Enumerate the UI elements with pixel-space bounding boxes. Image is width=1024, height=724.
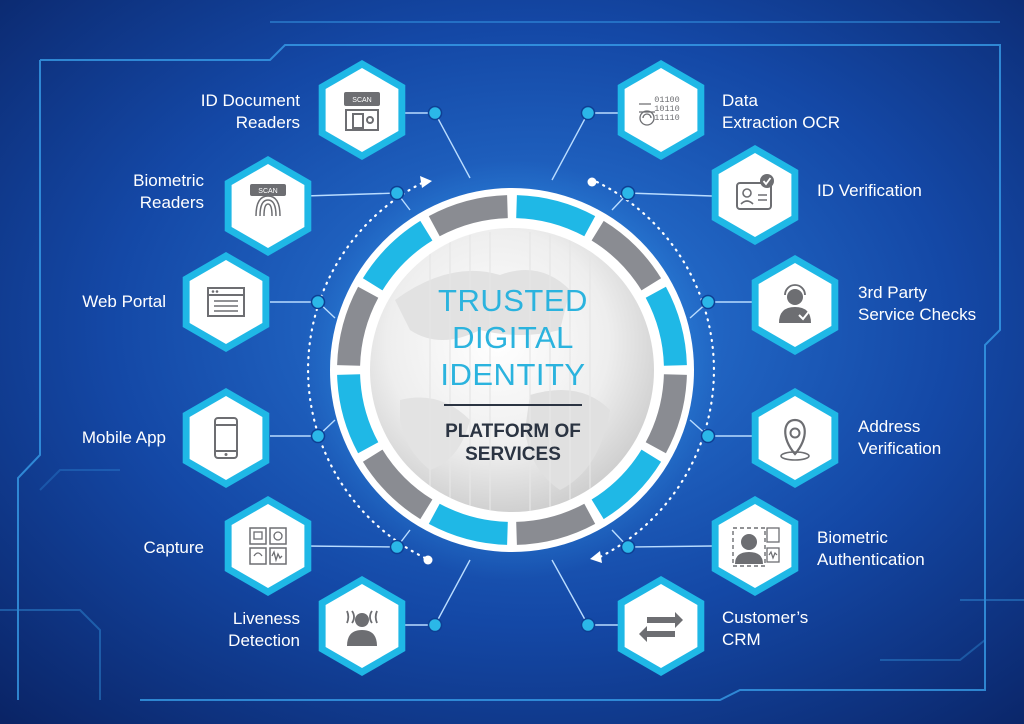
hex-biometric-readers: SCAN <box>224 156 312 256</box>
title-line-digital: DIGITAL <box>452 320 574 355</box>
ring-segment <box>516 195 596 237</box>
label-liveness-detection: Liveness Detection <box>228 609 300 650</box>
ring-segment <box>337 374 379 454</box>
connector-dot <box>700 428 716 444</box>
id-card-check-icon <box>736 174 774 210</box>
hex-biometric-authentication <box>711 496 799 596</box>
label-data-extraction-ocr: Data Extraction OCR <box>722 91 841 132</box>
label-third-party-service-checks: 3rd Party Service Checks <box>858 283 977 324</box>
hex-id-verification <box>711 145 799 245</box>
label-capture: Capture <box>143 538 204 557</box>
face-scan-icon <box>732 527 780 567</box>
connector-dot <box>580 105 596 121</box>
hex-face <box>231 164 305 248</box>
svg-text:SCAN: SCAN <box>352 97 371 104</box>
ring-segment <box>591 449 662 520</box>
ring-segment <box>645 374 687 454</box>
connector-dot <box>620 185 636 201</box>
orbit-dot-top-right <box>587 177 597 187</box>
dotted-orbit <box>307 180 715 560</box>
circuit-frame <box>0 21 1024 701</box>
map-pin-icon <box>780 418 810 461</box>
ring-segment <box>591 220 662 291</box>
label-mobile-app: Mobile App <box>81 428 166 447</box>
title-line-trusted: TRUSTED <box>438 283 588 318</box>
ring-segments <box>337 195 687 545</box>
label-id-document-readers: ID Document Readers <box>200 91 300 132</box>
svg-text:01100: 01100 <box>654 95 680 105</box>
hex-face <box>624 68 698 152</box>
fingerprint-scan-icon: SCAN <box>250 184 286 217</box>
globe-map-texture <box>395 232 610 512</box>
ring-segment <box>362 449 433 520</box>
scan-printer-icon: SCAN <box>344 92 380 131</box>
label-biometric-readers: Biometric Readers <box>133 171 204 212</box>
subtitle-platform-of-services: PLATFORM OF SERVICES <box>445 421 581 465</box>
connector-dot <box>427 617 443 633</box>
label-customers-crm: Customer’s CRM <box>722 608 809 649</box>
hex-face <box>189 396 263 480</box>
browser-window-icon <box>207 287 245 317</box>
hex-web-portal <box>182 252 270 352</box>
ring-segment <box>337 286 379 366</box>
label-biometric-authentication: Biometric Authentication <box>817 528 925 569</box>
hex-face <box>624 584 698 668</box>
ring-segment <box>516 503 596 545</box>
hex-id-document-readers: SCAN <box>318 60 406 160</box>
connector-dot <box>620 539 636 555</box>
hex-capture <box>224 496 312 596</box>
ring-segment <box>428 195 508 237</box>
hex-mobile-app <box>182 388 270 488</box>
hex-face <box>189 260 263 344</box>
hex-liveness-detection <box>318 576 406 676</box>
hex-third-party-service-checks <box>751 255 839 355</box>
hex-address-verification <box>751 388 839 488</box>
title-line-identity: IDENTITY <box>440 357 586 392</box>
ring-segment <box>362 220 433 291</box>
label-web-portal: Web Portal <box>82 292 166 311</box>
hex-face <box>231 504 305 588</box>
ring-segment <box>428 503 508 545</box>
person-signal-icon <box>346 610 378 646</box>
hex-face <box>718 153 792 237</box>
orbit-arrows <box>420 176 602 563</box>
exchange-arrows-icon <box>639 612 683 642</box>
connector-dot <box>580 617 596 633</box>
orbit-dot-bottom-left <box>423 555 433 565</box>
svg-text:11110: 11110 <box>654 113 680 123</box>
label-address-verification: Address Verification <box>858 417 942 458</box>
label-id-verification: ID Verification <box>817 181 922 200</box>
connector-dot <box>700 294 716 310</box>
capture-grid-icon <box>249 527 287 565</box>
connector-dot <box>310 294 326 310</box>
connector-dot <box>427 105 443 121</box>
connector-dot <box>389 185 405 201</box>
title-divider <box>444 404 582 406</box>
svg-text:10110: 10110 <box>654 104 680 114</box>
connector-dot <box>310 428 326 444</box>
agent-check-icon <box>779 284 812 323</box>
ring-segment <box>645 286 687 366</box>
connector-dot <box>389 539 405 555</box>
svg-text:SCAN: SCAN <box>258 188 277 195</box>
connector-lines <box>270 105 752 633</box>
hex-customers-crm <box>617 576 705 676</box>
smartphone-icon <box>214 417 238 459</box>
